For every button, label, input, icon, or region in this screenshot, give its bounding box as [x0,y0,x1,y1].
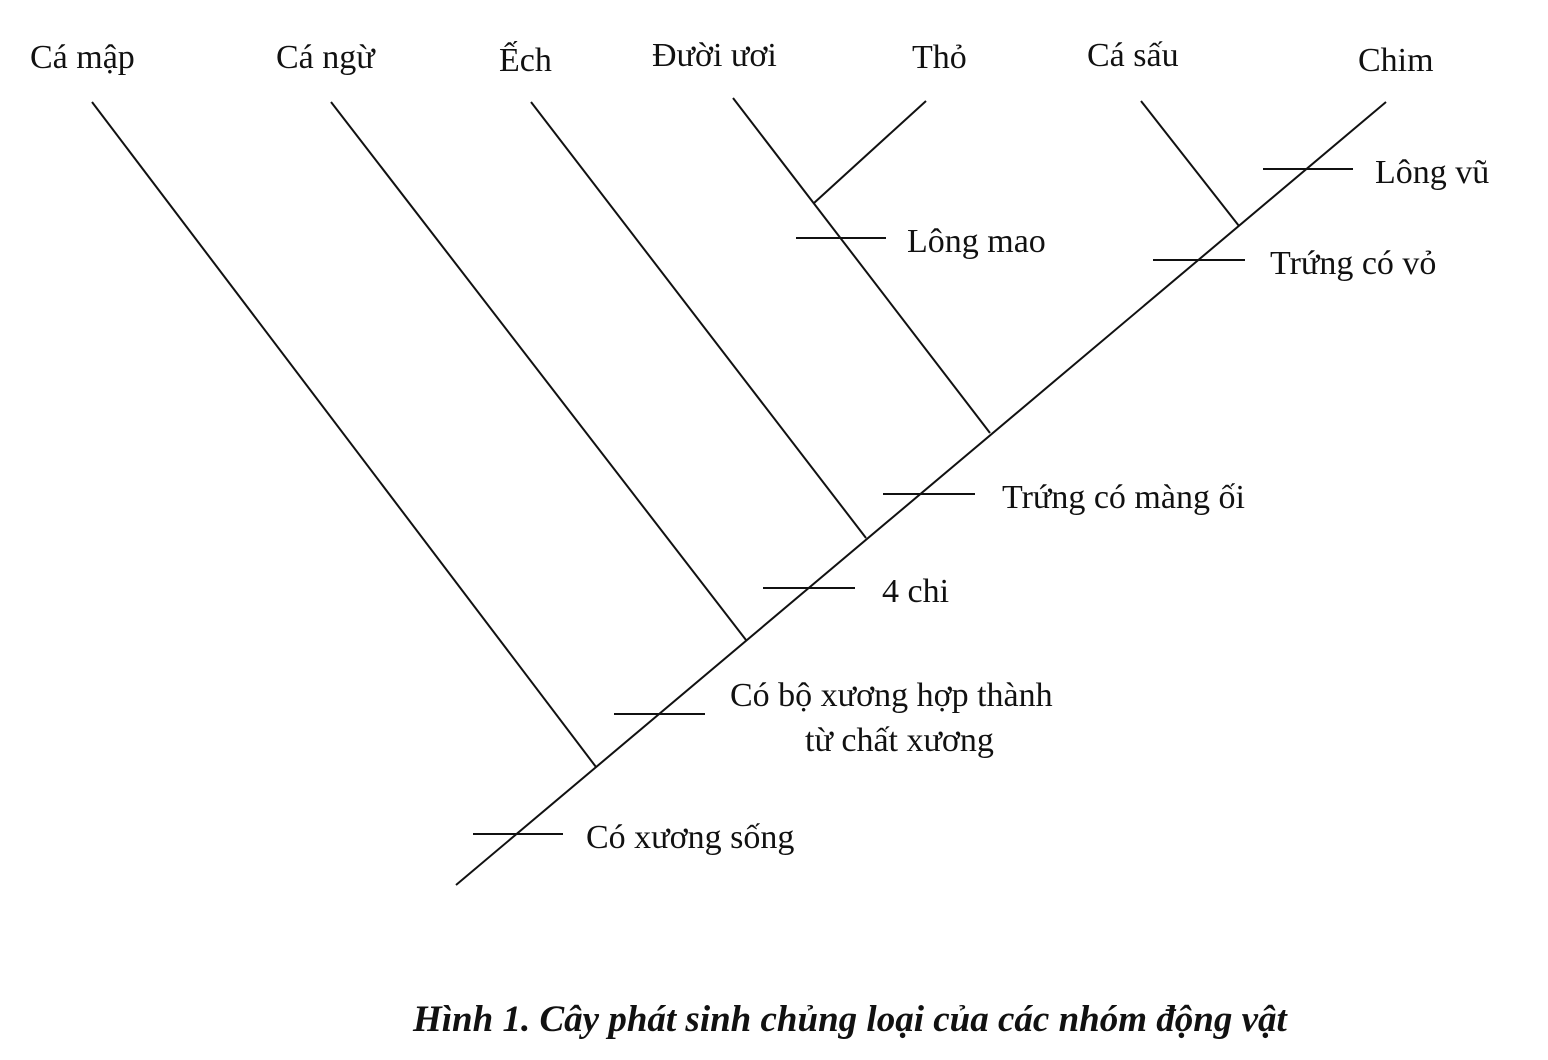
taxon-label: Cá ngừ [276,39,376,76]
branch-ech [530,101,867,539]
trait-label-bone-1: Có bộ xương hợp thành [730,677,1053,714]
trait-label-shell-egg: Trứng có vỏ [1270,245,1436,282]
trait-label-bone-2: từ chất xương [805,722,994,759]
taxon-label: Cá sấu [1087,37,1179,74]
branch-ca-sau [1140,100,1240,227]
branch-duoi-uoi [732,97,991,434]
taxon-label: Thỏ [912,39,967,76]
taxon-label: Ếch [499,41,552,79]
taxon-label: Đười ươi [652,37,777,74]
trait-label-amnion: Trứng có màng ối [1002,479,1245,516]
trait-label-feathers: Lông vũ [1375,154,1489,191]
taxon-label: Cá mập [30,39,135,76]
branch-tho [813,100,927,204]
branch-ca-ngu [330,101,747,641]
trait-label-four-limbs: 4 chi [882,573,949,610]
trait-label-hair: Lông mao [907,223,1046,260]
branch-ca-map [91,101,597,768]
figure-caption: Hình 1. Cây phát sinh chủng loại của các… [412,999,1289,1040]
trait-label-vertebra: Có xương sống [586,819,794,856]
taxon-label: Chim [1358,42,1434,79]
